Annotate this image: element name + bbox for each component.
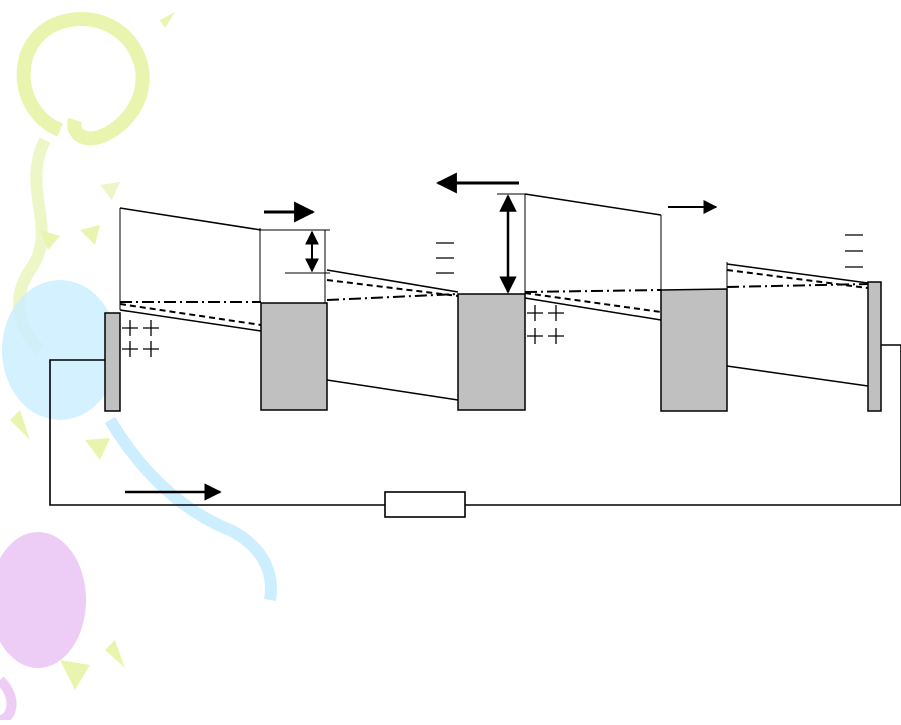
external-circuit [49,344,901,518]
charges [122,234,863,357]
band-bottom-2 [326,379,459,401]
electrode-block-2 [457,293,526,411]
electrode-block-1 [260,302,328,411]
electrode-right [867,281,882,412]
deco-sparkle-2 [40,230,60,250]
band-bottom-4 [726,365,869,387]
dashdot-level [120,283,869,303]
deco-swirl-top [16,12,150,146]
deco-purple-swirl [0,676,17,725]
band-top-1 [119,207,262,231]
upper-band-edges [119,193,869,401]
deco-sparkle-3 [80,225,100,245]
band-top-2 [326,269,459,293]
arrows [264,172,718,294]
background-decoration [0,5,277,725]
band-lower-3 [524,297,662,321]
deco-sparkle-6 [100,182,120,200]
minus-charges-right [845,234,863,268]
boundary-lines [119,193,728,310]
plus-charges-left [122,320,159,357]
circuit-wire-left [49,359,385,506]
electrode-left [104,312,121,412]
dashed-level [119,269,869,326]
minus-charges-middle [436,242,454,274]
load-resistor [384,491,466,518]
band-top-3 [524,193,662,216]
plus-charges-middle [527,305,564,344]
deco-sparkle-4 [10,410,30,440]
electrode-block-3 [660,288,728,412]
circuit-wire-right [465,344,901,506]
band-lower-1 [119,309,262,332]
deco-cyan-swirl [104,416,277,601]
fermi-levels [119,269,869,326]
deco-sparkle-7 [60,660,90,690]
electrodes [104,281,882,412]
deco-cyan-blob [2,280,118,420]
deco-sparkle-1 [150,5,175,28]
band-top-4 [726,263,869,284]
deco-sparkle-8 [105,640,125,668]
deco-purple-blob [0,532,86,668]
deco-sparkle-5 [85,438,110,460]
